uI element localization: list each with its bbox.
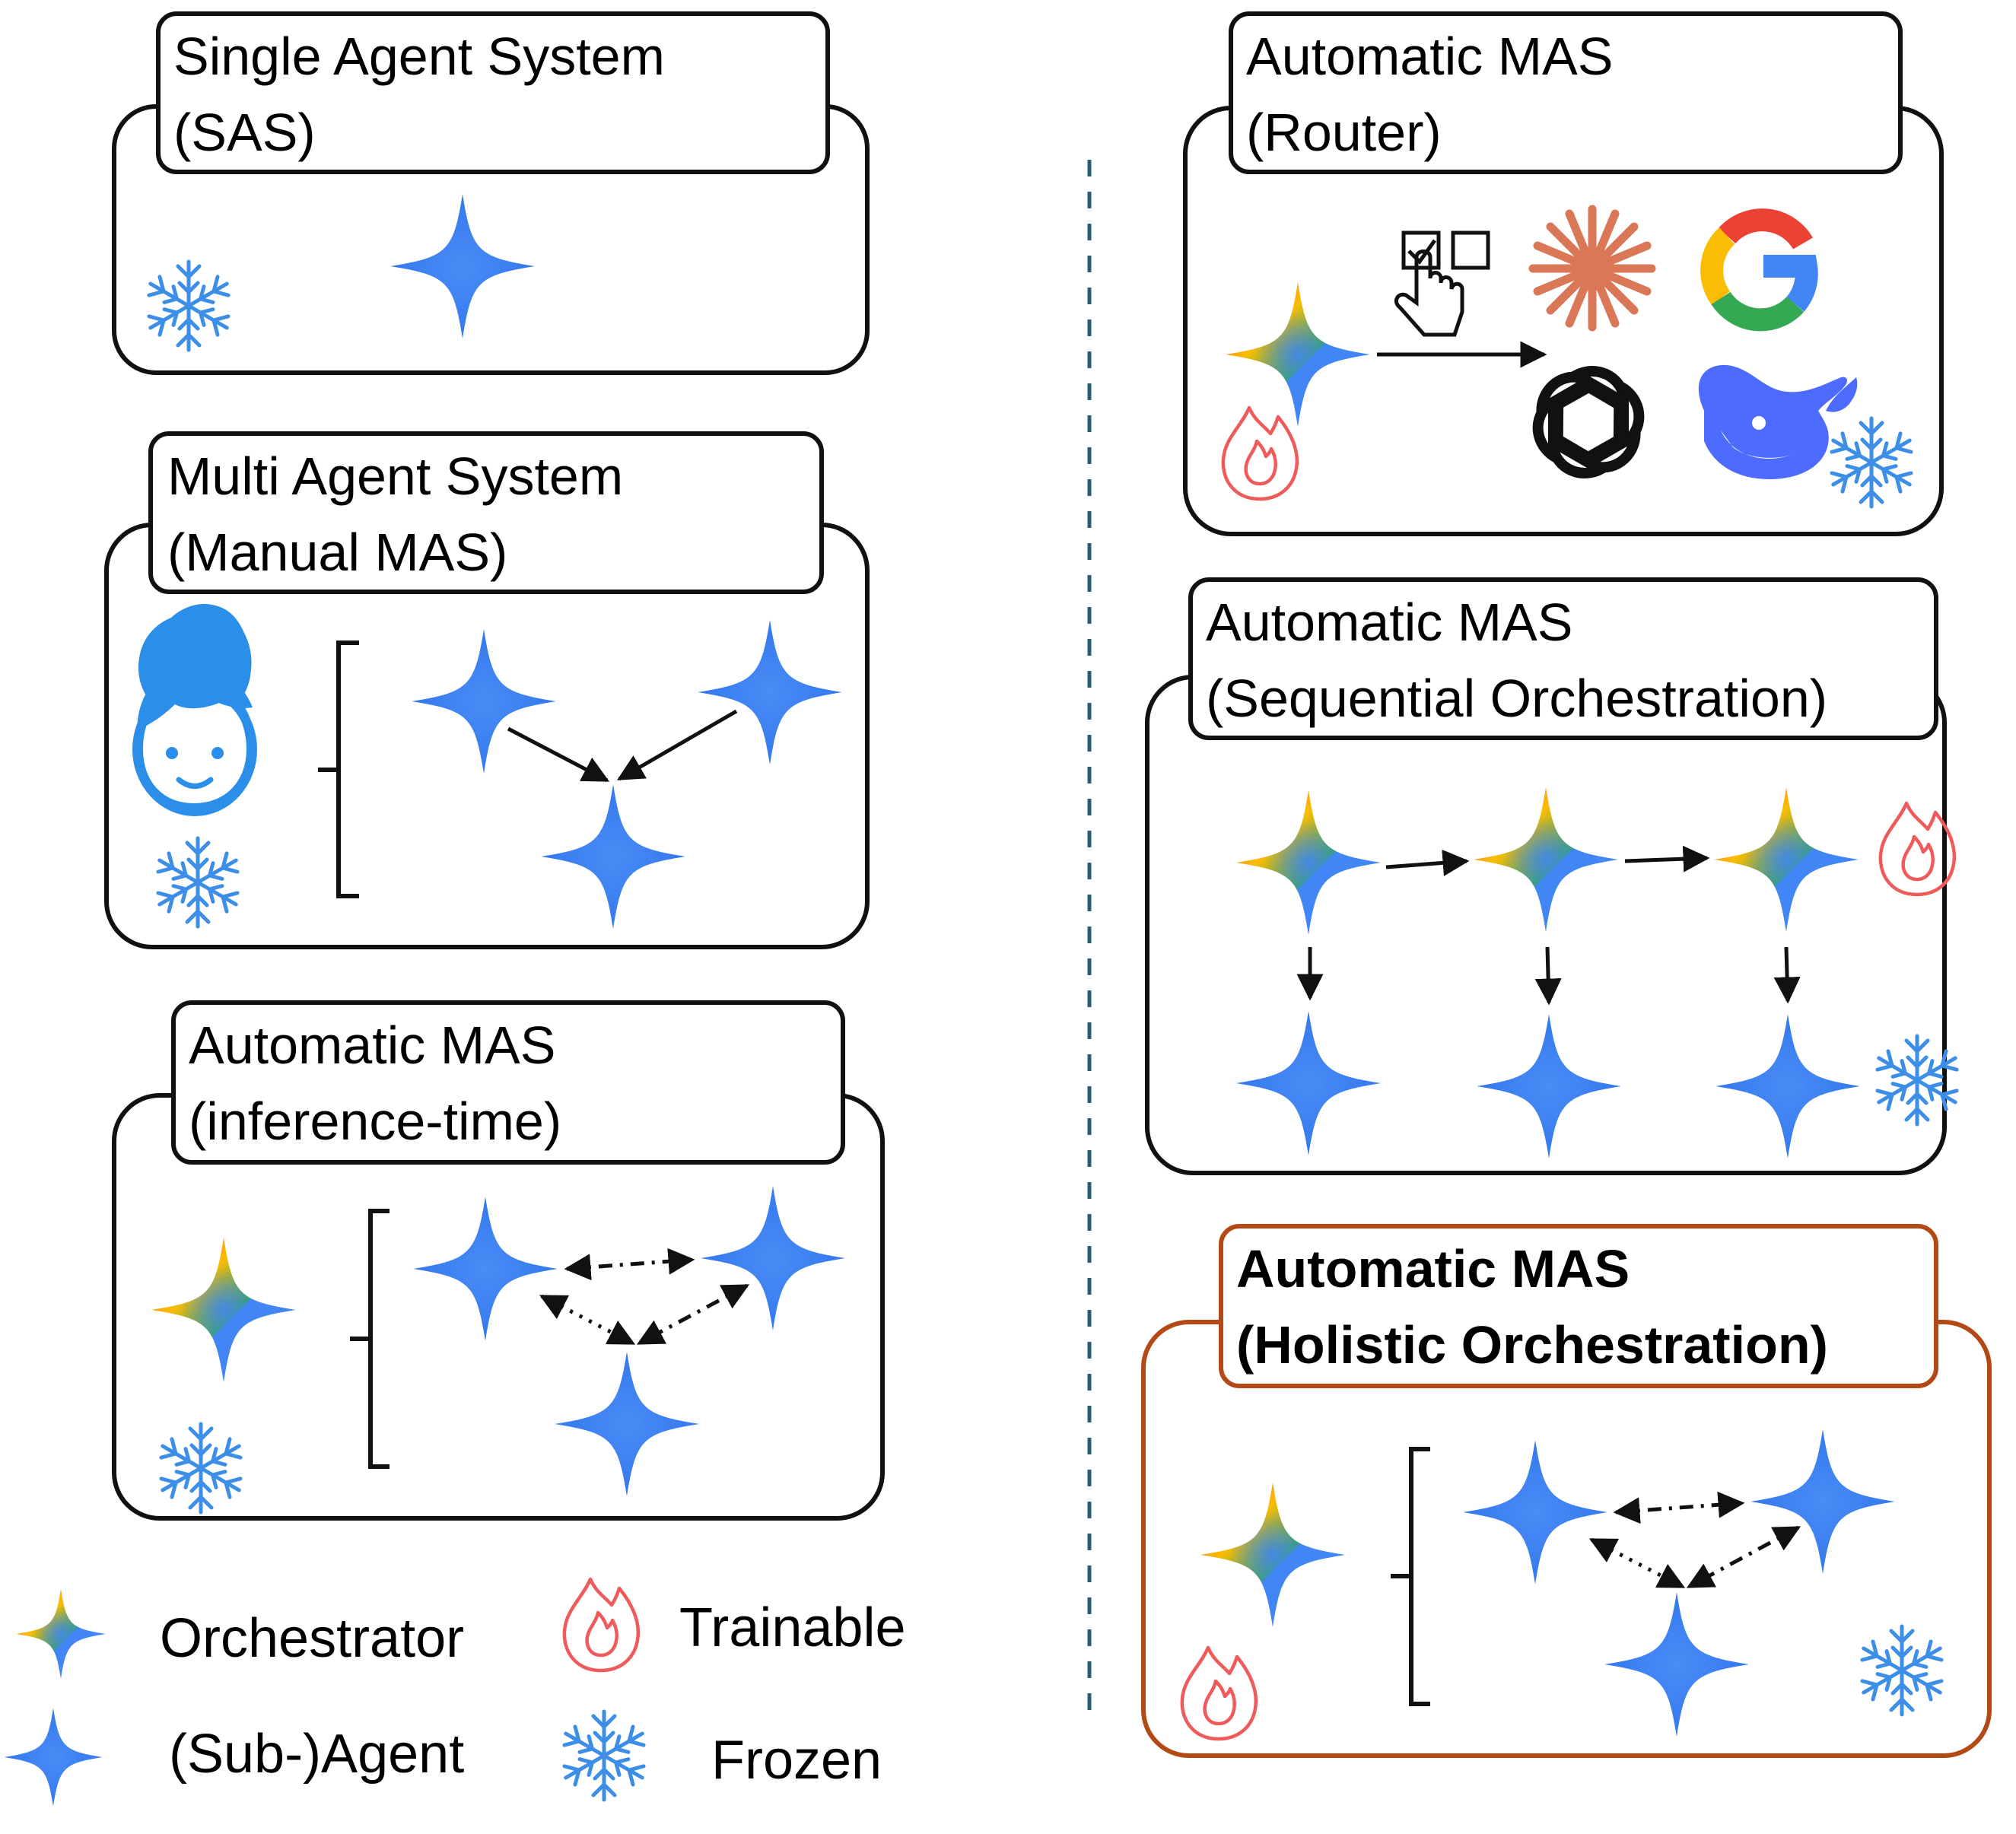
router-title-line2: (Router) [1246, 103, 1442, 162]
sequential-title-line1: Automatic MAS [1206, 593, 1572, 652]
bidirectional-arrow [1613, 1491, 1745, 1524]
snowflake-icon [561, 1712, 647, 1800]
panel-manual-mas: Multi Agent System (Manual MAS) [104, 431, 870, 949]
legend-agent-label: (Sub-)Agent [169, 1724, 464, 1785]
manual-title-line1: Multi Agent System [167, 447, 623, 506]
group-bracket [318, 640, 359, 898]
panel-router: Automatic MAS (Router) [1183, 11, 1944, 536]
flow-arrow [507, 726, 610, 783]
group-bracket [1391, 1447, 1430, 1706]
manual-title-line2: (Manual MAS) [167, 523, 507, 582]
legend-trainable-label: Trainable [679, 1597, 906, 1658]
router-title-line1: Automatic MAS [1246, 27, 1613, 86]
bidirectional-arrow [1588, 1537, 1686, 1589]
flow-arrow [616, 709, 738, 781]
orchestrator-star-icon [16, 1589, 106, 1679]
openai-logo-icon [1527, 367, 1650, 478]
flame-icon [564, 1579, 638, 1670]
select-checkbox-icon [1394, 230, 1490, 337]
legend-frozen-label: Frozen [711, 1730, 882, 1791]
sequential-title-line2: (Sequential Orchestration) [1206, 669, 1827, 728]
legend: Orchestrator (Sub-)Agent Trainable Froze… [4, 1579, 906, 1807]
bidirectional-arrow [1686, 1525, 1801, 1589]
legend-orchestrator-label: Orchestrator [160, 1608, 464, 1669]
flow-arrow [1773, 946, 1801, 1004]
bidirectional-arrow [564, 1248, 695, 1281]
sas-title-line2: (SAS) [173, 103, 316, 162]
panel-holistic-orchestration: Automatic MAS (Holistic Orchestration) [1141, 1224, 1992, 1758]
group-bracket [350, 1209, 390, 1469]
anthropic-logo-icon [1528, 205, 1656, 332]
inference-title-line1: Automatic MAS [189, 1016, 555, 1075]
bidirectional-arrow [539, 1294, 636, 1346]
flow-arrow [1534, 946, 1562, 1006]
inference-title-line2: (inference-time) [189, 1092, 561, 1151]
holistic-title-line2: (Holistic Orchestration) [1236, 1315, 1828, 1375]
human-icon [132, 603, 257, 816]
panel-sas: Single Agent System (SAS) [112, 11, 870, 375]
bidirectional-arrow [636, 1283, 750, 1346]
holistic-title-line1: Automatic MAS [1236, 1239, 1630, 1298]
flow-arrow [1385, 849, 1470, 876]
panel-sequential-orchestration: Automatic MAS (Sequential Orchestration) [1145, 577, 1960, 1175]
agent-star-icon [4, 1708, 102, 1806]
panel-inference-time-mas: Automatic MAS (inference-time) [112, 1000, 885, 1521]
sas-title-line1: Single Agent System [173, 27, 665, 86]
deepseek-whale-icon [1698, 364, 1858, 479]
flow-arrow [1624, 845, 1710, 873]
google-logo-icon [1700, 208, 1818, 332]
